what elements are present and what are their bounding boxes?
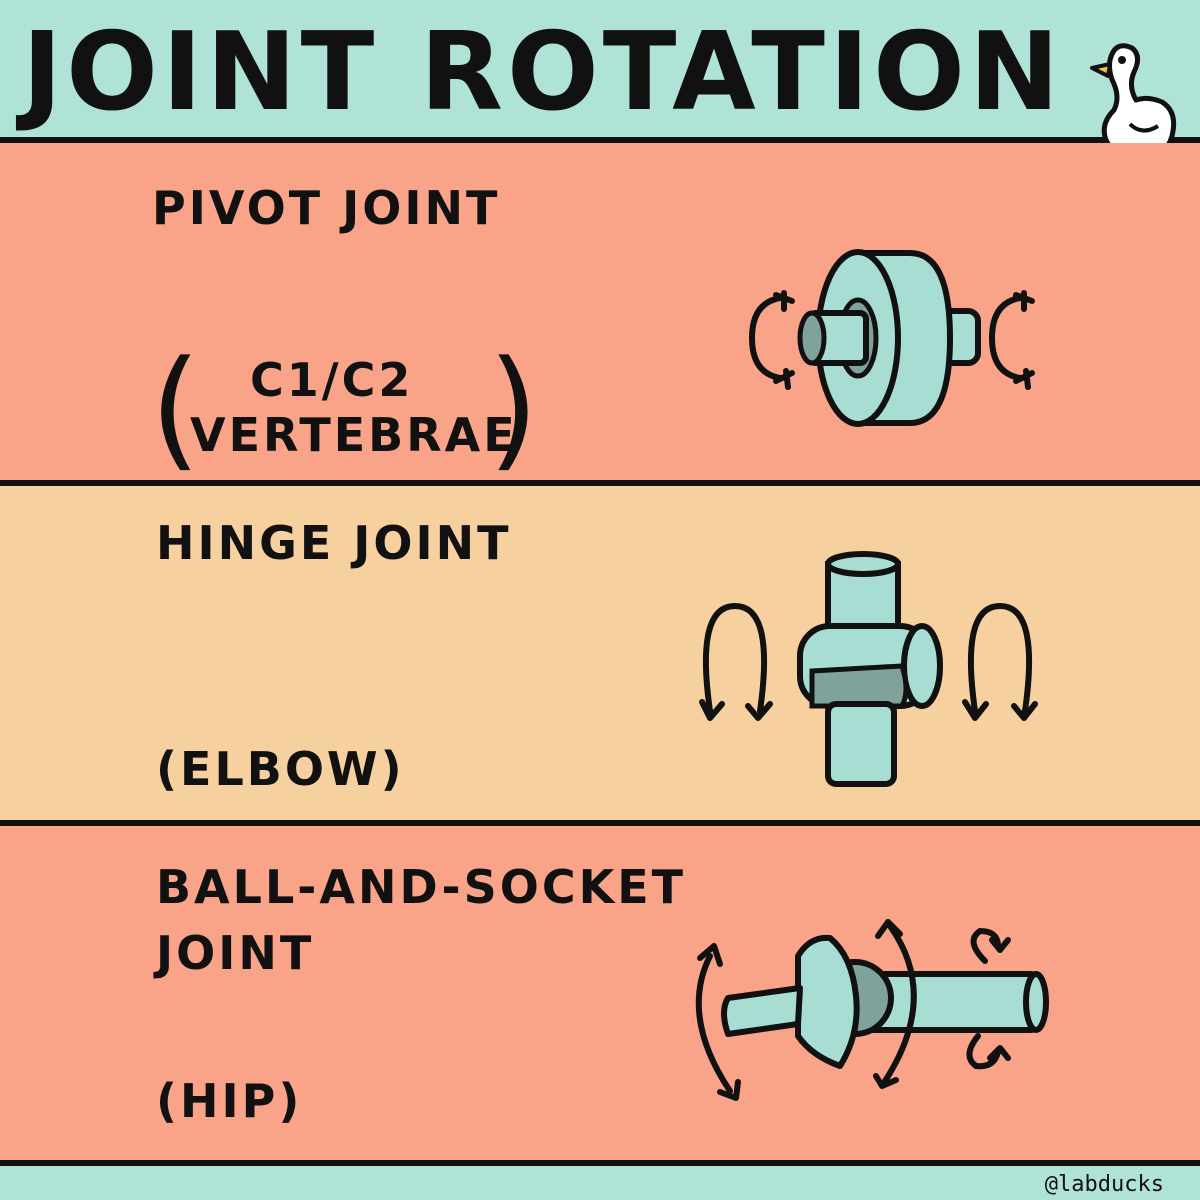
ball-socket-example-label: (HIP) (156, 1074, 303, 1128)
header: JOINT ROTATION (0, 0, 1200, 189)
hinge-joint-section: HINGE JOINT (ELBOW) (0, 486, 1200, 826)
ball-socket-joint-section: BALL-AND-SOCKET JOINT (HIP) (0, 826, 1200, 1166)
pivot-joint-label: PIVOT JOINT (152, 181, 501, 235)
right-paren: ) (488, 332, 539, 484)
ball-socket-joint-icon (695, 919, 1049, 1101)
hinge-joint-icon (699, 551, 1038, 787)
page-title: JOINT ROTATION (22, 10, 1064, 135)
hinge-example-label: (ELBOW) (156, 742, 405, 796)
pivot-example-line2: VERTEBRAE (190, 408, 518, 462)
pivot-joint-section: PIVOT JOINT ( C1/C2 VERTEBRAE ) (0, 143, 1200, 486)
footer (0, 1166, 1200, 1200)
ball-socket-label-line2: JOINT (156, 926, 315, 980)
left-paren: ( (150, 332, 201, 484)
pivot-example-line1: C1/C2 (250, 353, 414, 407)
hinge-joint-label: HINGE JOINT (156, 516, 512, 570)
pivot-joint-icon (748, 249, 1035, 427)
ball-socket-label-line1: BALL-AND-SOCKET (156, 860, 687, 914)
credit-label: @labducks (1044, 1172, 1164, 1197)
